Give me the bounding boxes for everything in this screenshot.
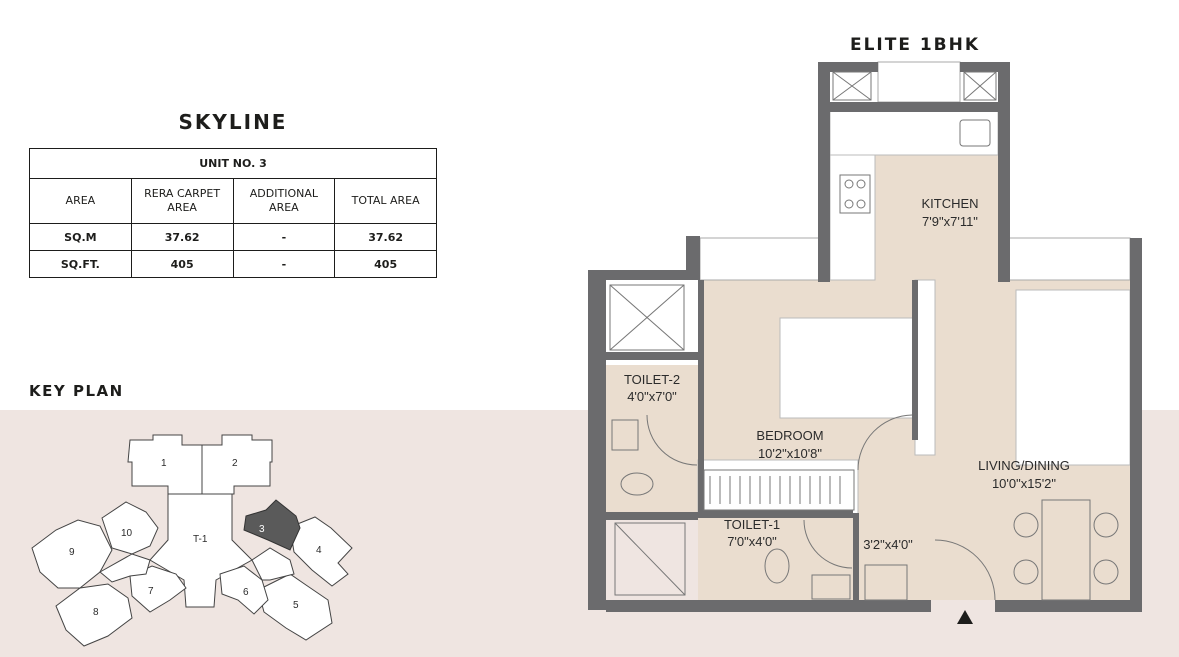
key-plan-unit-7	[129, 565, 187, 613]
key-plan-unit-label: 5	[293, 600, 299, 611]
toilet2-size: 4'0"x7'0"	[627, 389, 677, 404]
key-plan-unit-label: 10	[121, 528, 133, 539]
bed	[779, 317, 916, 419]
table-row: SQ.FT. 405 - 405	[29, 250, 437, 278]
total-value: 405	[334, 250, 437, 278]
utility-size: 3'2"x4'0"	[863, 537, 913, 552]
col-total-area: TOTAL AREA	[334, 178, 437, 224]
key-plan-unit-label: 2	[232, 458, 238, 469]
toilet1-label: TOILET-1	[724, 517, 780, 532]
wall	[998, 62, 1010, 282]
key-plan-unit-10	[101, 501, 159, 555]
area-table: UNIT NO. 3 AREA RERA CARPET AREA ADDITIO…	[29, 148, 437, 278]
key-plan-unit-label: 4	[316, 545, 322, 556]
row-unit: SQ.M	[29, 223, 132, 251]
key-plan-unit-2	[201, 434, 273, 495]
project-title: SKYLINE	[178, 110, 288, 134]
key-plan-core-label: T-1	[193, 534, 208, 545]
wall	[818, 62, 830, 282]
total-value: 37.62	[334, 223, 437, 251]
unit-number: UNIT NO. 3	[29, 148, 437, 179]
bedroom-size: 10'2"x10'8"	[758, 446, 822, 461]
sofa	[1015, 289, 1131, 466]
key-plan-title: KEY PLAN	[29, 382, 124, 400]
wall	[1130, 238, 1142, 612]
toilet2-floor	[606, 365, 698, 515]
key-plan-unit-9	[31, 519, 113, 589]
key-plan-unit-label: 6	[243, 587, 249, 598]
key-plan-unit-label: 1	[161, 458, 167, 469]
key-plan-unit-label: 8	[93, 607, 99, 618]
key-plan-unit-3-highlighted	[243, 499, 301, 551]
living-size: 10'0"x15'2"	[992, 476, 1056, 491]
key-plan-unit-6	[219, 565, 269, 615]
key-plan-core	[149, 493, 253, 608]
toilet1-size: 7'0"x4'0"	[727, 534, 777, 549]
col-rera-carpet-area: RERA CARPET AREA	[130, 178, 234, 224]
plan-title: ELITE 1BHK	[849, 35, 981, 55]
rera-value: 37.62	[130, 223, 234, 251]
key-plan-unit-label: 9	[69, 547, 75, 558]
col-additional-area: ADDITIONAL AREA	[232, 178, 336, 224]
wall	[588, 270, 606, 610]
rera-value: 405	[130, 250, 234, 278]
kitchen-label: KITCHEN	[921, 196, 978, 211]
key-plan-unit-8	[55, 583, 133, 647]
kitchen-size: 7'9"x7'11"	[922, 214, 978, 229]
table-row: SQ.M 37.62 - 37.62	[29, 223, 437, 251]
row-unit: SQ.FT.	[29, 250, 132, 278]
entry-arrow-icon	[957, 610, 973, 624]
key-plan-unit-label: 3	[259, 524, 265, 535]
toilet2-label: TOILET-2	[624, 372, 680, 387]
bedroom-label: BEDROOM	[756, 428, 823, 443]
key-plan-unit-5	[257, 573, 333, 641]
key-plan-unit-label: 7	[148, 586, 154, 597]
wall	[606, 600, 931, 612]
toilet1-floor	[698, 518, 853, 603]
key-plan-unit-4	[289, 516, 353, 587]
living-label: LIVING/DINING	[978, 458, 1070, 473]
